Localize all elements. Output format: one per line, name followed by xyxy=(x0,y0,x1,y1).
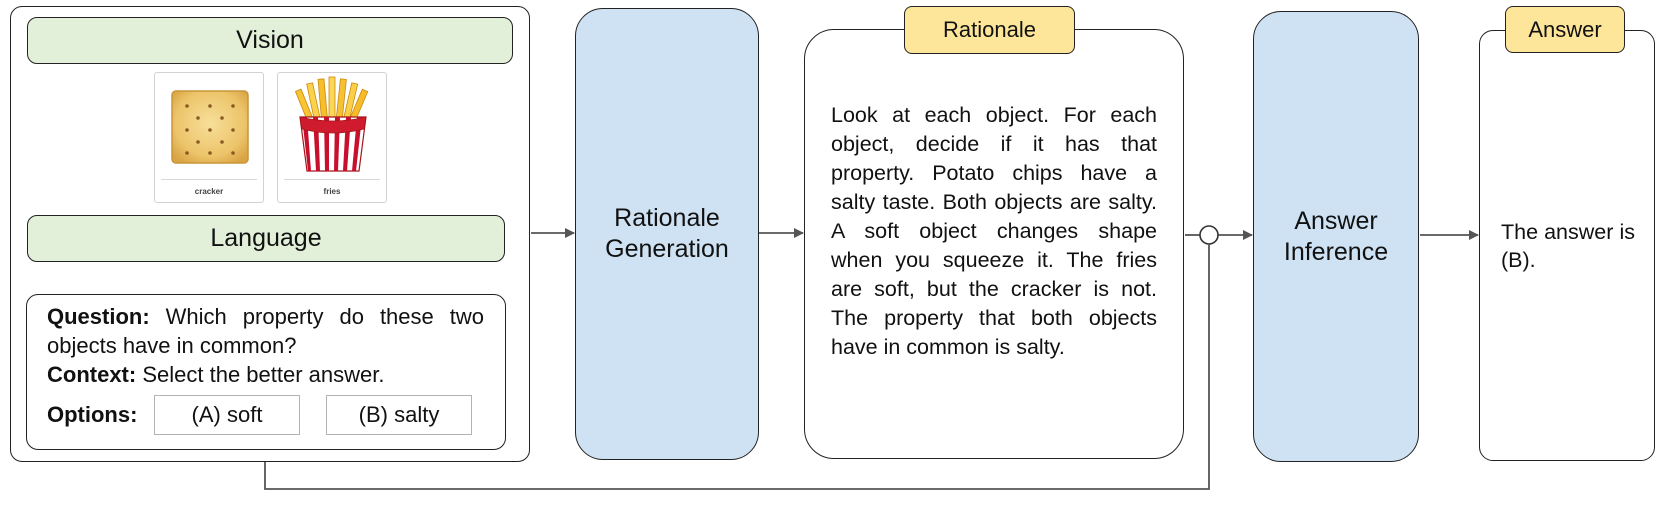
rationale-generation-line2: Generation xyxy=(605,235,729,263)
question-text: Which property do these two objects have… xyxy=(47,304,484,358)
fries-icon xyxy=(294,76,369,172)
answer-tag: Answer xyxy=(1505,6,1625,53)
fries-caption: fries xyxy=(284,179,380,196)
rationale-generation-line1: Rationale xyxy=(614,204,720,232)
option-a[interactable]: (A) soft xyxy=(154,395,300,435)
answer-inference-line2: Inference xyxy=(1283,237,1389,266)
rationale-generation-module: Rationale Generation xyxy=(575,8,759,460)
question-label: Question: xyxy=(47,304,150,329)
answer-text: The answer is (B). xyxy=(1501,220,1635,272)
context-line: Context: Select the better answer. xyxy=(47,360,384,389)
rationale-box xyxy=(804,29,1184,459)
cracker-image-card: cracker xyxy=(154,72,264,203)
rationale-tag: Rationale xyxy=(904,6,1075,54)
cracker-caption: cracker xyxy=(161,179,257,196)
answer-box xyxy=(1479,30,1655,461)
option-b[interactable]: (B) salty xyxy=(326,395,472,435)
options-label: Options: xyxy=(47,402,138,427)
rationale-text: Look at each object. For each object, de… xyxy=(831,103,1157,359)
language-label: Language xyxy=(27,215,505,262)
context-text: Select the better answer. xyxy=(142,362,385,387)
context-label: Context: xyxy=(47,362,137,387)
join-node xyxy=(1199,225,1219,245)
answer-inference-module: Answer Inference xyxy=(1253,11,1419,462)
fries-image-card: fries xyxy=(277,72,387,203)
answer-inference-line1: Answer xyxy=(1294,206,1378,235)
vision-label: Vision xyxy=(27,17,513,64)
question-line: Question: Which property do these two ob… xyxy=(47,302,484,360)
cracker-icon xyxy=(171,90,249,164)
